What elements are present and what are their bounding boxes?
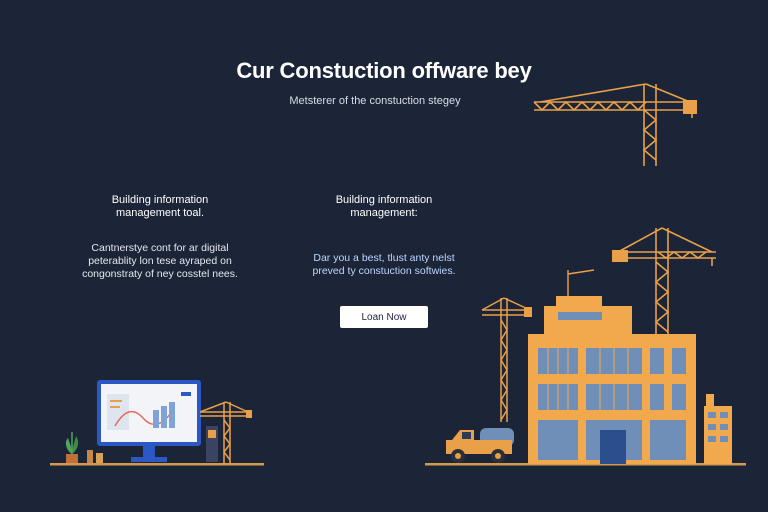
tower-icon [704,394,732,464]
feature-body-1: Cantnerstye cont for ar digital peterabl… [60,242,260,281]
feature-column-2: Building information management: [284,194,484,220]
building-icon [528,269,696,464]
truck-icon [446,428,514,463]
learn-now-button[interactable]: Loan Now [340,306,428,328]
page-title: Cur Constuction offware bey [236,58,532,83]
crane-icon [533,83,697,166]
feature-heading: Building information management: [284,194,484,220]
ground-line-left [50,463,264,466]
crane-icon [612,227,716,336]
desk-items-icon [87,450,103,463]
feature-body-line: Dar you a best, tlust anty nelst [313,252,455,264]
feature-column-1: Building information management toal. [60,194,260,220]
plant-icon [65,432,79,463]
crane-icon [481,297,532,422]
feature-body-line: preved ty constuction softwies. [312,265,456,277]
page-subtitle: Metsterer of the constuction stegey [289,95,461,107]
feature-heading-line: management: [350,207,418,219]
ground-line-right [425,463,746,466]
feature-heading-line: Building information [111,194,209,206]
feature-heading-line: Building information [335,194,433,206]
feature-heading: Building information management toal. [60,194,260,220]
crane-icon [199,401,252,464]
feature-body-line: peterablity lon tese ayraped on [88,255,232,267]
feature-body-line: Cantnerstye cont for ar digital [91,242,229,254]
monitor-icon [97,380,201,462]
feature-body-2: Dar you a best, tlust anty nelst preved … [284,252,484,278]
feature-body-line: congonstraty of ney cosstel nees. [82,268,238,280]
feature-heading-line: management toal. [115,207,205,219]
